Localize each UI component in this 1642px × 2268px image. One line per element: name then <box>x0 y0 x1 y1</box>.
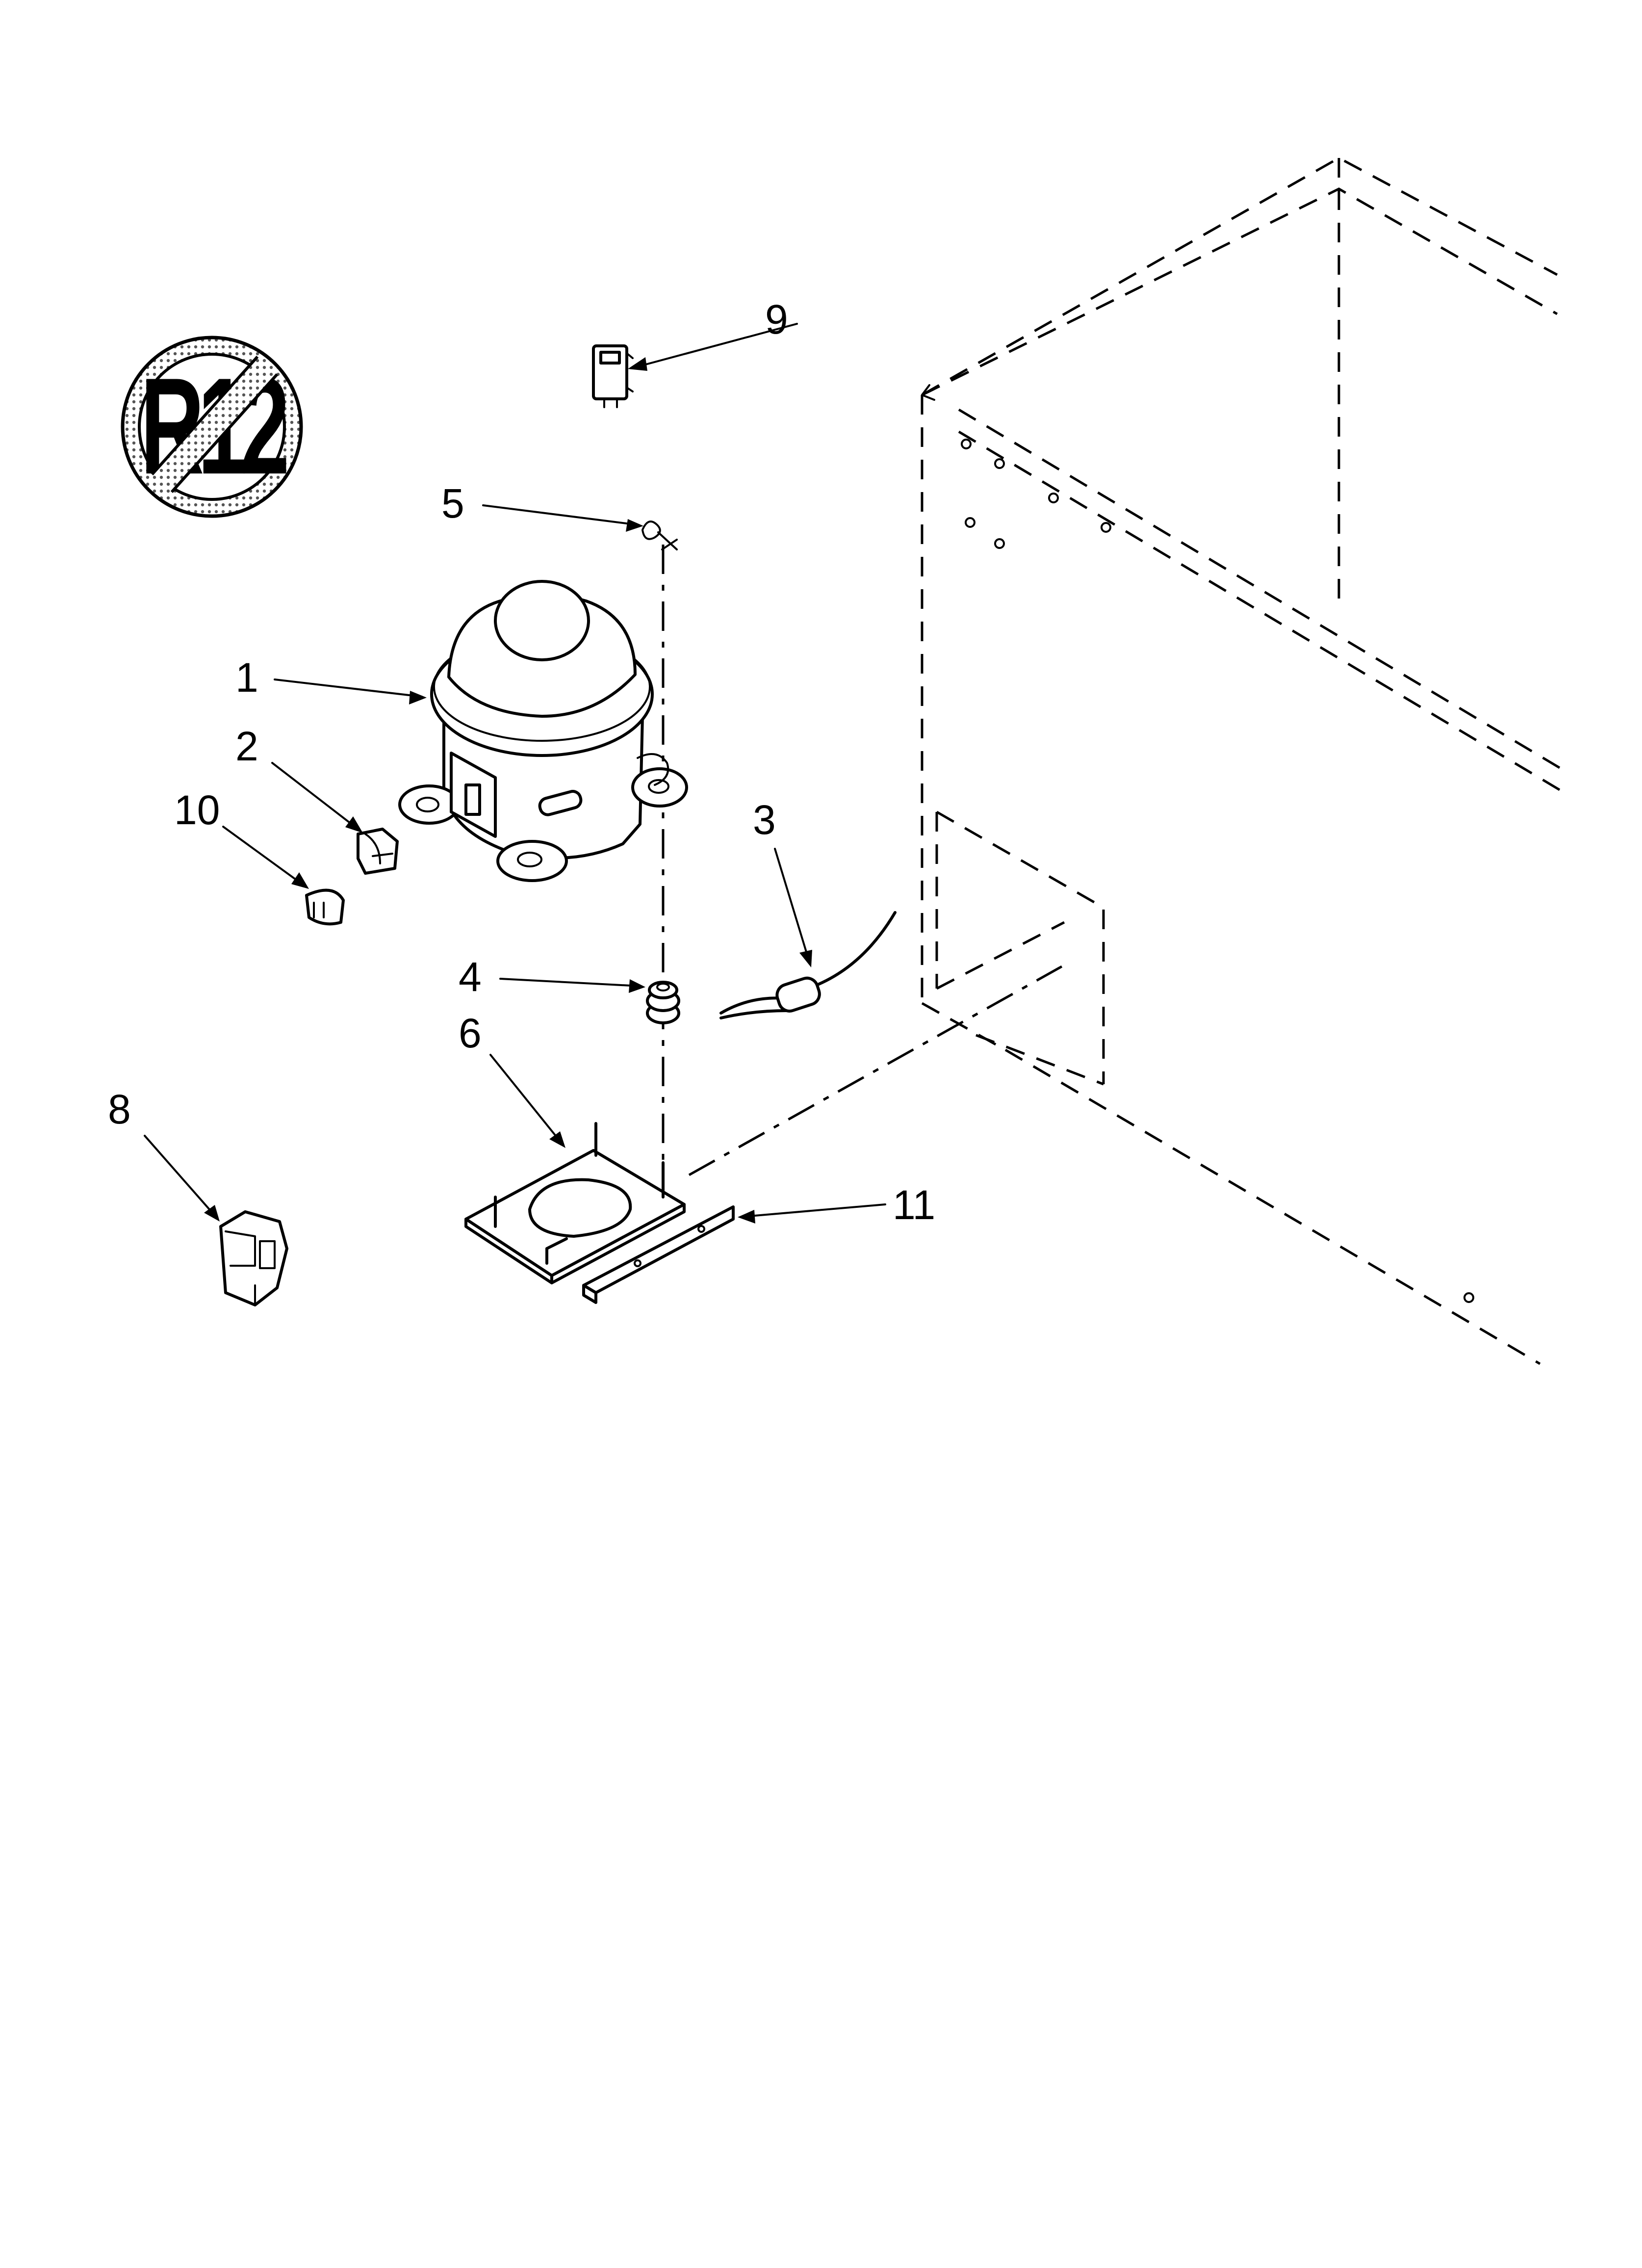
callout-9: 9 <box>765 296 788 342</box>
part-1-compressor <box>398 580 688 882</box>
callout-4: 4 <box>459 954 482 1000</box>
callout-6: 6 <box>459 1010 482 1056</box>
callout-11: 11 <box>893 1182 935 1228</box>
callout-10: 10 <box>174 787 220 833</box>
part-6-base-plate <box>464 1122 686 1284</box>
callout-1: 1 <box>235 654 258 701</box>
callout-2: 2 <box>235 723 258 769</box>
screw-holes <box>961 439 1474 1303</box>
part-9-relay <box>592 344 634 408</box>
callout-labels: 9 5 1 2 10 3 4 6 8 11 <box>108 296 935 1228</box>
callout-5: 5 <box>441 480 464 526</box>
part-10-start-relay <box>305 888 345 926</box>
callout-3: 3 <box>753 797 776 843</box>
no-r12-icon: R12 <box>121 336 303 518</box>
callout-8: 8 <box>108 1086 131 1132</box>
part-2-overload <box>357 828 399 875</box>
part-5-clip <box>641 520 678 550</box>
part-3-tubing <box>719 911 897 1019</box>
rail-line <box>688 965 1063 1176</box>
part-11-rail <box>582 1205 735 1304</box>
part-4-grommet <box>646 981 680 1024</box>
callout-leaders <box>144 323 886 1224</box>
cabinet-outline <box>921 156 1561 1365</box>
part-8-terminal-cover <box>219 1210 288 1306</box>
